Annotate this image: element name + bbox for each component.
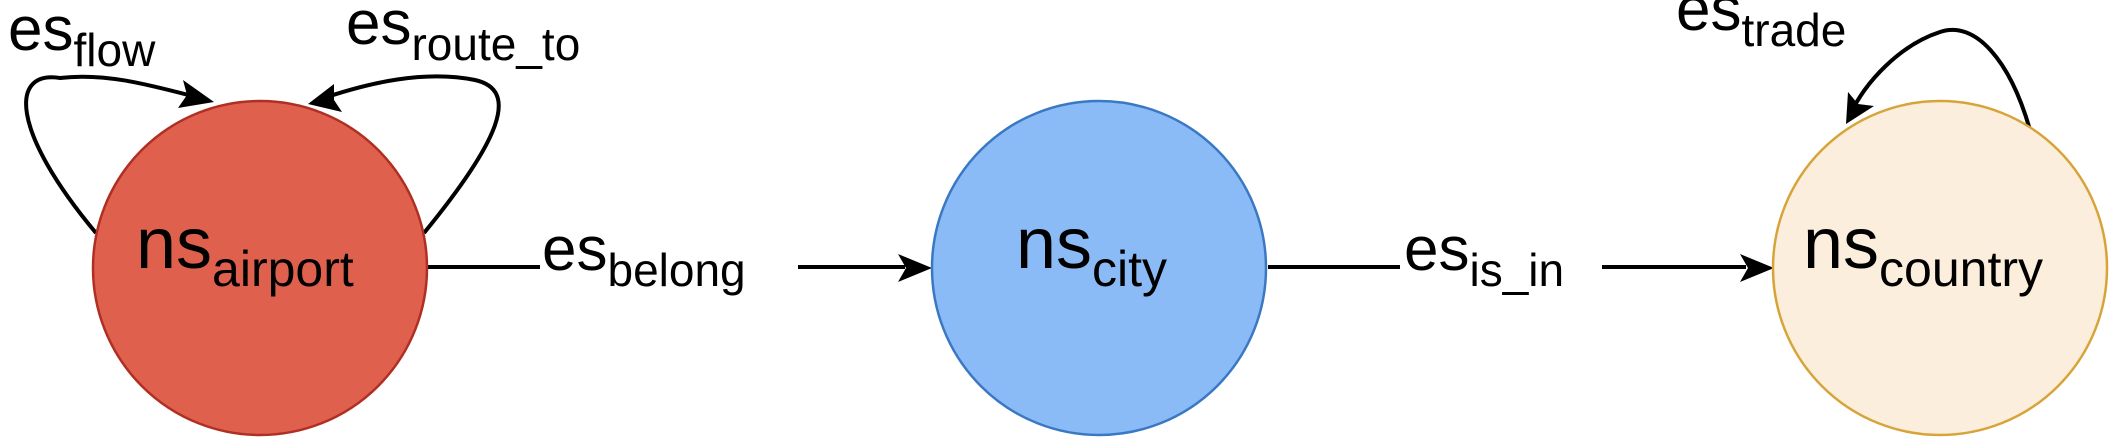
node-city-label: nscity <box>1016 204 1167 297</box>
node-city-circle <box>930 99 1268 437</box>
edge-flow-arrowhead <box>178 80 214 108</box>
edge-belong: esbelong <box>428 215 932 296</box>
edge-trade-prefix: es <box>1676 0 1741 44</box>
node-country-subscript: country <box>1879 241 2043 297</box>
node-airport-circle <box>91 99 429 437</box>
edge-belong-arrowhead <box>898 254 932 282</box>
edge-is-in-subscript: is_in <box>1469 244 1564 296</box>
edge-belong-prefix: es <box>542 215 607 284</box>
edge-flow-line <box>24 74 209 235</box>
edge-flow-label: esflow <box>8 0 156 76</box>
node-airport: nsairport <box>91 99 429 437</box>
edge-flow-subscript: flow <box>73 24 156 76</box>
edge-flow-prefix: es <box>8 0 73 64</box>
node-country-circle <box>1771 99 2109 437</box>
edge-belong-label: esbelong <box>542 215 746 296</box>
node-airport-label: nsairport <box>136 204 354 297</box>
node-city-subscript: city <box>1092 241 1167 297</box>
node-city: nscity <box>930 99 1268 437</box>
edge-trade-subscript: trade <box>1741 4 1846 56</box>
edge-route-to-prefix: es <box>346 0 411 58</box>
node-country: nscountry <box>1771 99 2109 437</box>
edge-route-to-subscript: route_to <box>411 18 580 70</box>
edge-route-to-arrowhead <box>308 84 342 112</box>
node-country-prefix: ns <box>1803 204 1879 284</box>
edge-is-in: esis_in <box>1268 215 1774 296</box>
edge-route-to-label: esroute_to <box>346 0 580 70</box>
edge-is-in-label: esis_in <box>1404 215 1564 296</box>
edge-flow: esflow <box>8 0 214 235</box>
edge-route-to-line <box>317 74 501 235</box>
node-airport-subscript: airport <box>212 241 354 297</box>
edge-trade: estrade <box>1676 0 2032 131</box>
node-airport-prefix: ns <box>136 204 212 284</box>
edge-belong-subscript: belong <box>607 244 745 296</box>
edge-trade-label: estrade <box>1676 0 1846 56</box>
node-country-label: nscountry <box>1803 204 2043 297</box>
edge-is-in-prefix: es <box>1404 215 1469 284</box>
edge-route-to: esroute_to <box>308 0 580 235</box>
edge-trade-line <box>1848 28 2032 131</box>
edge-trade-arrowhead <box>1846 92 1874 124</box>
edge-is-in-arrowhead <box>1740 254 1774 282</box>
node-city-prefix: ns <box>1016 204 1092 284</box>
